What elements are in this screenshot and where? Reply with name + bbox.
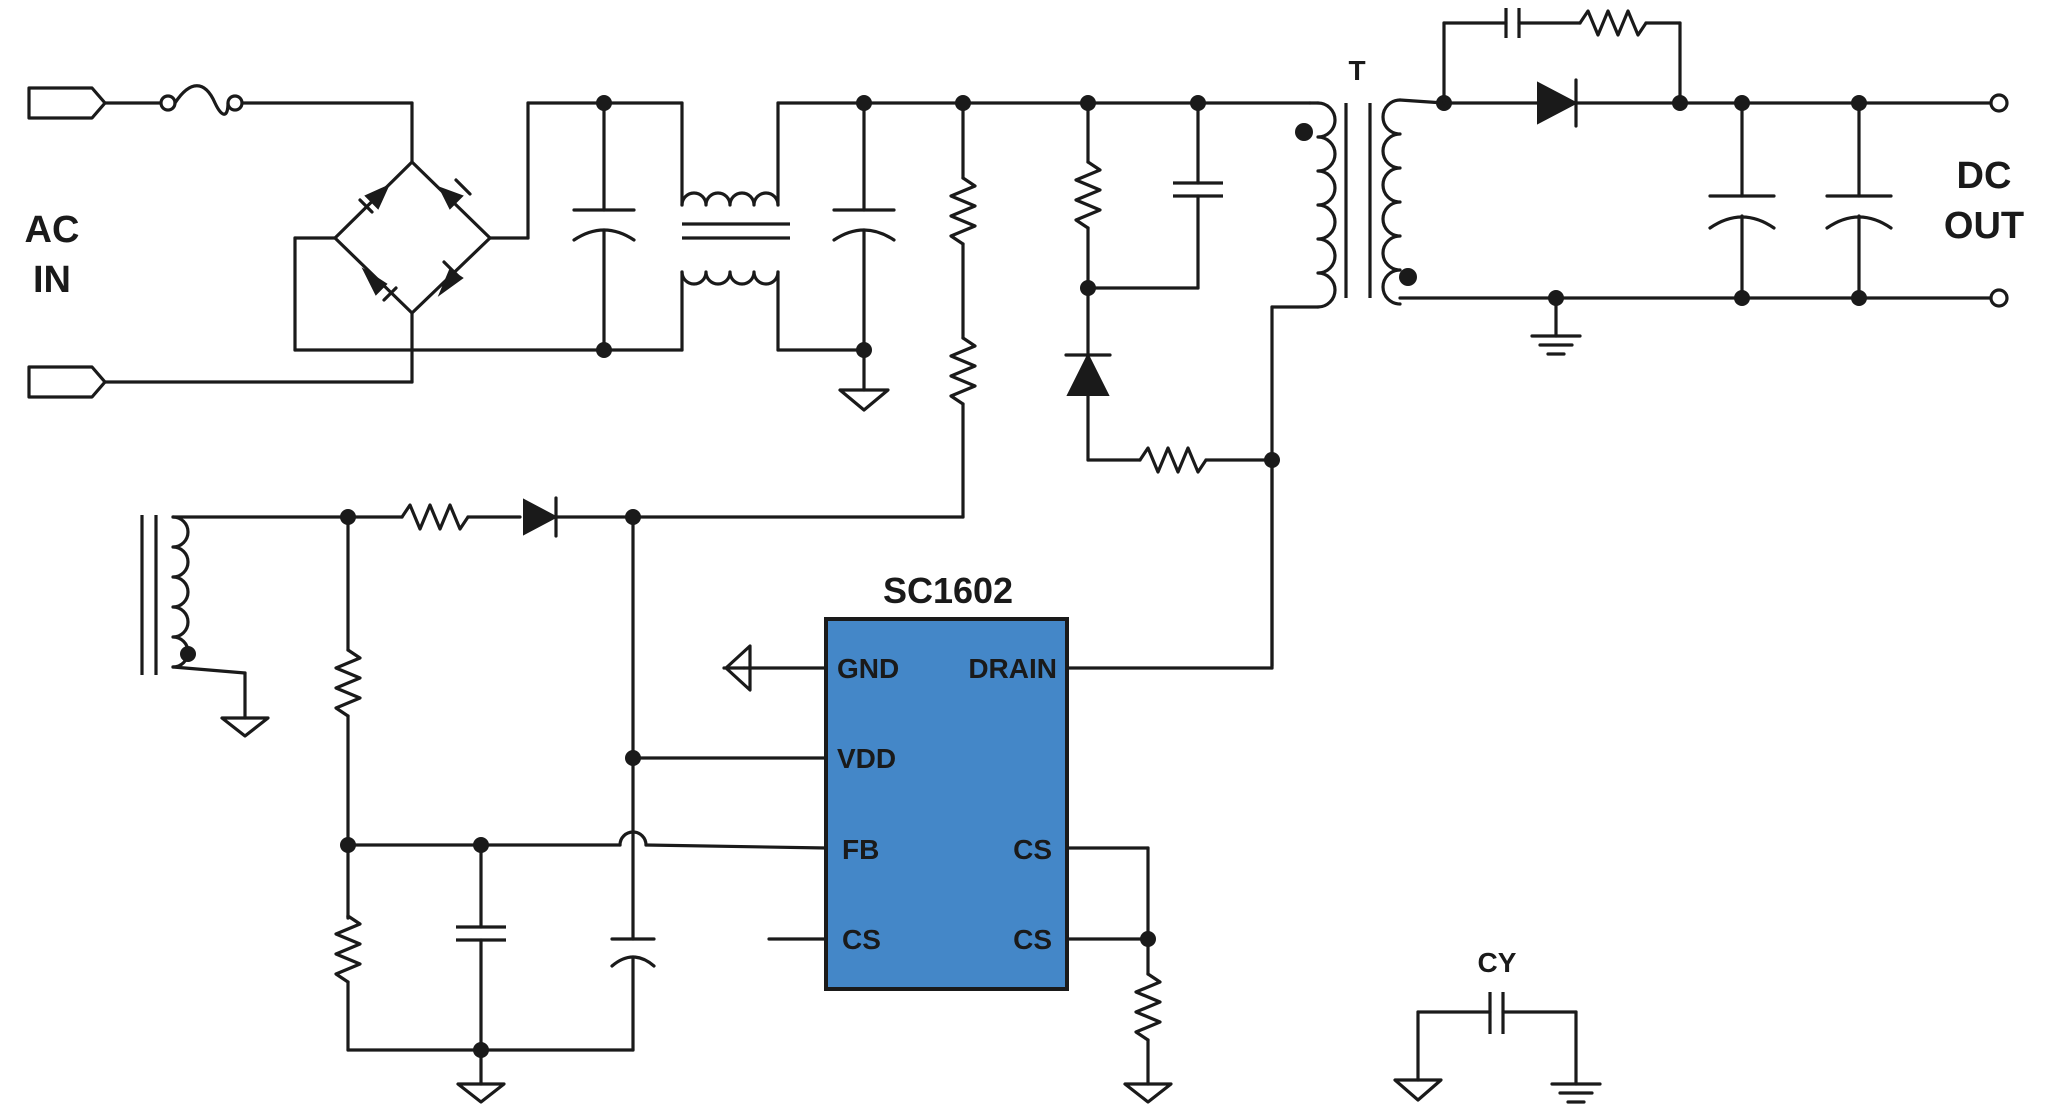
transformer-label: T: [1348, 55, 1365, 86]
output-capacitor-1: [1708, 101, 1776, 300]
feedback-network: [334, 515, 828, 1104]
ground-symbol-aux: [220, 716, 270, 738]
dc-out-terminal-positive: [1989, 93, 2009, 113]
dc-out-label-line2: OUT: [1944, 205, 2024, 247]
input-filter: [526, 95, 1312, 412]
feedback-divider-resistor-top: [334, 648, 362, 718]
primary-winding: [1316, 101, 1337, 309]
feedback-divider-resistor-bottom: [334, 914, 362, 984]
auxiliary-winding: [171, 515, 190, 669]
auxiliary-dot: [180, 646, 196, 662]
snubber-series-resistor: [1138, 446, 1208, 474]
fuse-terminal-left: [159, 94, 177, 112]
pin-cs-left-label: CS: [842, 924, 881, 955]
ground-symbol-cy: [1393, 1078, 1443, 1102]
dc-out-terminal-negative: [1989, 288, 2009, 308]
ac-input-section: [27, 84, 414, 399]
output-stage: [1398, 8, 2009, 356]
feedback-capacitor: [456, 843, 506, 1052]
fuse-icon: [173, 84, 230, 116]
bridge-diode-2: [437, 178, 472, 210]
aux-series-resistor: [400, 503, 470, 531]
snubber-diode: [1064, 352, 1112, 396]
ac-input-terminal-top: [27, 86, 107, 120]
fuse-terminal-right: [226, 94, 244, 112]
current-sense-resistor: [1134, 972, 1162, 1042]
sc1602-controller: SC1602 GND DRAIN VDD FB CS CS CS: [722, 458, 1274, 1104]
bridge-diode-4: [437, 260, 464, 297]
ground-symbol-feedback: [456, 1082, 506, 1104]
earth-ground-output: [1530, 296, 1582, 356]
pin-drain-label: DRAIN: [968, 653, 1057, 684]
output-rectifier-diode: [1537, 78, 1579, 128]
startup-resistor-1: [949, 176, 977, 246]
primary-dot: [1295, 123, 1313, 141]
output-snubber-resistor: [1578, 9, 1648, 37]
ic-body: [824, 617, 1069, 991]
ground-symbol-1: [838, 388, 890, 412]
aux-rectifier-diode: [523, 496, 559, 538]
pin-cs-right-top-label: CS: [1013, 834, 1052, 865]
pin-gnd-label: GND: [837, 653, 899, 684]
pin-vdd-label: VDD: [837, 743, 896, 774]
ground-symbol-gnd-pin: [722, 644, 752, 692]
bridge-diode-1: [358, 183, 391, 214]
common-mode-choke: [680, 101, 790, 352]
output-capacitor-2: [1825, 101, 1893, 300]
auxiliary-winding-section: [140, 496, 641, 738]
startup-resistor-2: [949, 336, 977, 406]
ac-in-label-line1: AC: [25, 209, 80, 251]
snubber-capacitor: [1173, 101, 1223, 290]
output-snubber-capacitor: [1504, 8, 1521, 38]
cy-label: CY: [1478, 947, 1517, 978]
startup-resistors: [631, 95, 977, 519]
snubber-resistor: [1074, 160, 1102, 230]
bridge-rectifier: [293, 101, 606, 352]
ac-input-terminal-bottom: [27, 365, 107, 399]
pin-cs-right-bottom-label: CS: [1013, 924, 1052, 955]
secondary-winding: [1381, 98, 1402, 306]
flyback-transformer: T: [1270, 55, 1417, 668]
pin-fb-label: FB: [842, 834, 879, 865]
ground-symbol-cs: [1123, 1082, 1173, 1104]
bulk-capacitor-2: [832, 101, 896, 392]
earth-ground-cy: [1550, 1082, 1602, 1104]
bulk-capacitor-1: [572, 101, 636, 352]
ac-in-label-line2: IN: [33, 259, 71, 301]
vdd-capacitor: [610, 937, 656, 1052]
secondary-dot: [1399, 268, 1417, 286]
rcd-snubber: [1064, 95, 1280, 474]
dc-out-label-line1: DC: [1957, 155, 2012, 197]
bridge-diode-3: [361, 267, 398, 302]
y-capacitor: CY: [1393, 947, 1602, 1104]
ic-name-label: SC1602: [883, 570, 1013, 611]
